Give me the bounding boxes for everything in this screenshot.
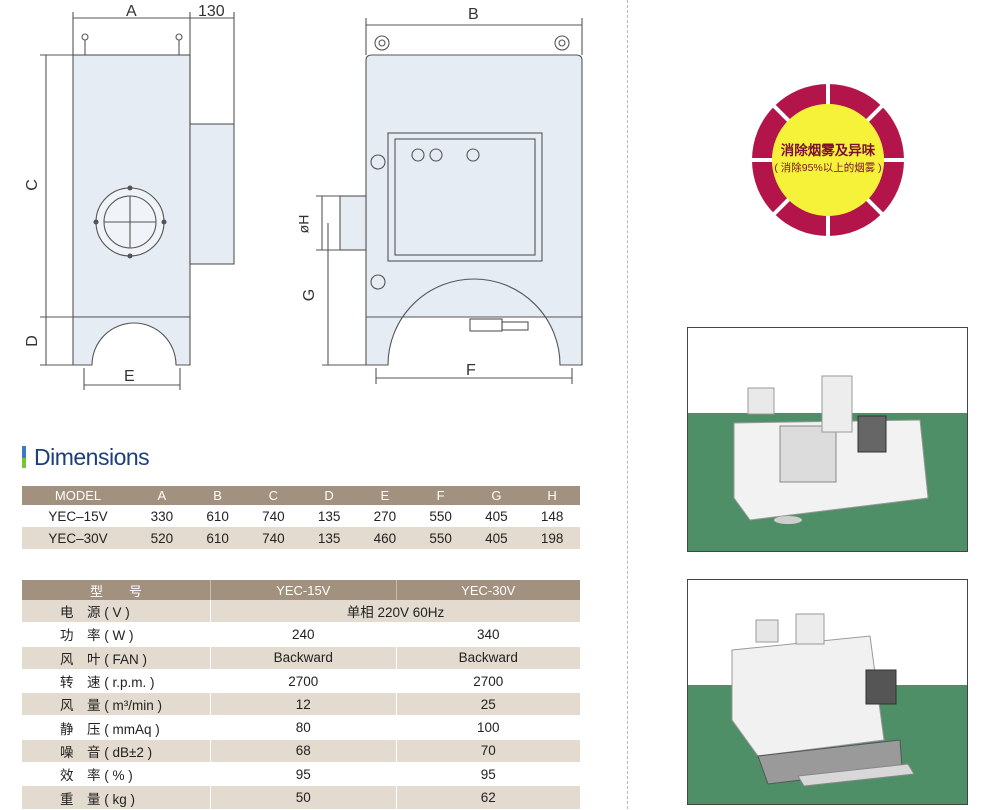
dim-label-f: F: [466, 362, 476, 379]
table-cell: 610: [206, 508, 229, 524]
dim-label-b: B: [468, 6, 479, 23]
col-header-yec30v: YEC-30V: [395, 580, 580, 600]
dim-label-c: C: [23, 179, 41, 191]
table-row: 效 率 ( % ) 95 95: [22, 762, 580, 787]
dimensions-table: MODEL A B C D E F G H YEC–15V 330 610 74…: [22, 486, 580, 549]
spec-value: Backward: [210, 646, 397, 670]
table-cell: 405: [485, 508, 508, 524]
badge-ring-graphic: [750, 82, 906, 238]
table-cell: 460: [357, 527, 413, 549]
table-cell: YEC–30V: [22, 527, 134, 549]
heading-accent-bar: [22, 446, 26, 468]
spec-value: 2700: [210, 669, 397, 694]
table-cell: 270: [373, 508, 397, 524]
machine-photo-2: [687, 579, 968, 805]
table-row: 功 率 ( W ) 240 340: [22, 622, 580, 647]
col-header-model-cn: 型 号: [22, 580, 211, 600]
table-cell: 135: [317, 508, 341, 524]
spec-label: 效 率 ( % ): [22, 762, 211, 787]
spec-value: 62: [395, 785, 580, 810]
spec-value: 单相 220V 60Hz: [210, 600, 580, 624]
table-cell: 550: [412, 527, 469, 549]
front-view-drawing: [316, 18, 583, 384]
dim-label-130: 130: [198, 3, 225, 20]
page-divider: [627, 0, 628, 809]
dim-label-d: D: [23, 335, 41, 347]
section-heading: Dimensions: [22, 443, 150, 471]
table-cell: 148: [540, 508, 564, 524]
table-cell: 198: [524, 527, 580, 549]
col-header-yec15v: YEC-15V: [210, 580, 397, 600]
technical-drawings: [40, 12, 583, 390]
table-row: 风 量 ( m³/min ) 12 25: [22, 692, 580, 717]
spec-value: 340: [395, 622, 580, 647]
spec-value: 25: [395, 692, 580, 717]
spec-label: 重 量 ( kg ): [22, 785, 211, 810]
spec-value: 12: [210, 692, 397, 717]
table-cell: 330: [150, 508, 174, 524]
spec-value: 50: [210, 785, 397, 810]
side-view-drawing: [40, 12, 235, 390]
dim-label-g: G: [301, 288, 319, 302]
cnc-machine-image: [688, 328, 967, 551]
table-cell: 135: [301, 527, 357, 549]
col-header-f: F: [412, 486, 469, 505]
spec-value: 95: [395, 762, 580, 787]
dimensions-header-row: MODEL A B C D E F G H: [22, 486, 580, 505]
table-row: 转 速 ( r.p.m. ) 2700 2700: [22, 669, 580, 694]
spec-table: 型 号 YEC-15V YEC-30V 电 源 ( V ) 单相 220V 60…: [22, 580, 580, 810]
spec-label: 转 速 ( r.p.m. ): [22, 669, 211, 694]
spec-value: 2700: [395, 669, 580, 694]
table-cell: 740: [245, 527, 302, 549]
dim-label-e: E: [124, 368, 135, 385]
dim-label-a: A: [126, 3, 137, 20]
cnc-machine-image: [688, 580, 967, 804]
spec-label: 噪 音 ( dB±2 ): [22, 739, 211, 764]
badge-line-1: 消除烟雾及异味: [780, 143, 876, 158]
col-header-model: MODEL: [22, 486, 134, 505]
spec-label: 风 叶 ( FAN ): [22, 646, 211, 670]
col-header-e: E: [357, 486, 413, 505]
col-header-d: D: [301, 486, 357, 505]
table-cell: 405: [468, 527, 525, 549]
table-cell: 740: [262, 508, 285, 524]
col-header-b: B: [189, 486, 246, 505]
spec-label: 功 率 ( W ): [22, 622, 211, 647]
table-row: YEC–15V 330 610 740 135 270 550 405 148: [22, 505, 580, 527]
spec-value: 100: [395, 715, 580, 740]
machine-photo-1: [687, 327, 968, 552]
col-header-g: G: [468, 486, 525, 505]
table-cell: 610: [189, 527, 246, 549]
table-cell: 550: [429, 508, 452, 524]
spec-value: 240: [210, 622, 397, 647]
spec-value: 80: [210, 715, 397, 740]
table-cell: YEC–15V: [48, 508, 108, 524]
table-row: YEC–30V 520 610 740 135 460 550 405 198: [22, 527, 580, 549]
dim-label-h: øH: [295, 214, 312, 234]
spec-header-row: 型 号 YEC-15V YEC-30V: [22, 580, 580, 600]
spec-value: 70: [395, 739, 580, 764]
spec-value: 95: [210, 762, 397, 787]
col-header-c: C: [245, 486, 302, 505]
spec-label: 电 源 ( V ): [22, 600, 211, 624]
table-row: 静 压 ( mmAq ) 80 100: [22, 715, 580, 740]
smoke-removal-badge: 消除烟雾及异味 ( 消除95%以上的烟雾 ): [750, 82, 906, 238]
spec-value: Backward: [395, 646, 580, 670]
spec-label: 风 量 ( m³/min ): [22, 692, 211, 717]
section-title: Dimensions: [34, 443, 150, 470]
table-cell: 520: [134, 527, 190, 549]
badge-line-2: ( 消除95%以上的烟雾 ): [774, 162, 882, 174]
col-header-a: A: [134, 486, 190, 505]
spec-row-power: 电 源 ( V ) 单相 220V 60Hz: [22, 600, 580, 624]
table-row: 风 叶 ( FAN ) Backward Backward: [22, 646, 580, 670]
col-header-h: H: [524, 486, 580, 505]
table-row: 重 量 ( kg ) 50 62: [22, 785, 580, 810]
spec-label: 静 压 ( mmAq ): [22, 715, 211, 740]
spec-value: 68: [210, 739, 397, 764]
table-row: 噪 音 ( dB±2 ) 68 70: [22, 739, 580, 764]
